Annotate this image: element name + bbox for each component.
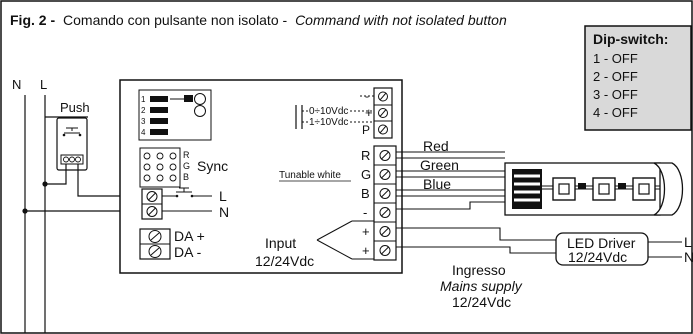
push-button-symbol — [62, 127, 82, 137]
ingresso-label: Ingresso — [452, 262, 506, 278]
driver-n-label: N — [684, 249, 693, 265]
led-driver-label: LED Driver — [567, 235, 636, 251]
sync-label: Sync — [197, 158, 228, 174]
pot-voltage-2: 1÷10Vdc — [309, 117, 348, 128]
rgb-wires — [396, 151, 505, 210]
input-voltage: 12/24Vdc — [255, 253, 314, 269]
svg-text:2: 2 — [141, 106, 146, 115]
ln-terminal-block — [141, 188, 163, 220]
pot-terminal-block — [373, 87, 393, 139]
out-g-label: G — [361, 167, 371, 182]
dipswitch-row-2: 2 - OFF — [593, 69, 638, 84]
out-minus-label: - — [363, 205, 367, 220]
internal-button-symbol — [162, 187, 212, 212]
sync-r-label: R — [183, 150, 190, 160]
terminal-n-label: N — [219, 204, 229, 220]
pot-plus-label: + — [365, 105, 373, 120]
terminal-l-label: L — [219, 188, 227, 204]
svg-text:4: 4 — [141, 128, 146, 137]
dipswitch-header: Dip-switch: — [593, 31, 668, 47]
dipswitch-row-4: 4 - OFF — [593, 105, 638, 120]
dipswitch-row-3: 3 - OFF — [593, 87, 638, 102]
led-driver-box — [555, 232, 649, 266]
out-b-label: B — [361, 186, 370, 201]
pot-p-label: P — [362, 123, 370, 137]
wire-red-label: Red — [423, 138, 449, 154]
svg-text:3: 3 — [141, 117, 146, 126]
da-plus-label: DA + — [174, 228, 205, 244]
mains-n-label: N — [12, 77, 21, 92]
sync-b-label: B — [183, 172, 189, 182]
mains-supply-label: Mains supply — [440, 278, 523, 294]
push-terminals — [60, 154, 84, 165]
pot-voltage-1: 0÷10Vdc — [309, 106, 348, 117]
da-minus-label: DA - — [174, 244, 202, 260]
figure-title: Fig. 2 - Comando con pulsante non isolat… — [10, 12, 507, 28]
da-terminal-block — [139, 228, 171, 260]
out-plus1-label: + — [362, 224, 370, 239]
svg-text:1: 1 — [141, 95, 146, 104]
out-plus2-label: + — [362, 243, 370, 258]
tunable-white-label: Tunable white — [279, 170, 341, 181]
minus-supply-wire — [396, 227, 556, 241]
push-label: Push — [60, 100, 90, 115]
out-r-label: R — [361, 148, 370, 163]
mains-l-label: L — [40, 77, 47, 92]
dipswitch-row-1: 1 - OFF — [593, 51, 638, 66]
pot-inputs — [295, 95, 374, 129]
dipswitch-panel — [584, 25, 692, 131]
output-terminal-block — [373, 145, 397, 261]
ingresso-voltage: 12/24Vdc — [452, 294, 511, 310]
led-strip — [504, 162, 684, 216]
driver-l-label: L — [684, 234, 692, 250]
wire-blue-label: Blue — [423, 176, 451, 192]
sync-connector — [139, 147, 181, 188]
pot-minus-label: - — [365, 89, 369, 103]
plus-supply-wire — [396, 246, 556, 254]
input-bracket — [316, 220, 374, 260]
input-label: Input — [265, 235, 296, 251]
sync-g-label: G — [183, 161, 190, 171]
wire-green-label: Green — [420, 157, 459, 173]
led-driver-voltage: 12/24Vdc — [568, 249, 627, 265]
controller-dipswitch: 1 2 3 4 — [138, 89, 212, 141]
